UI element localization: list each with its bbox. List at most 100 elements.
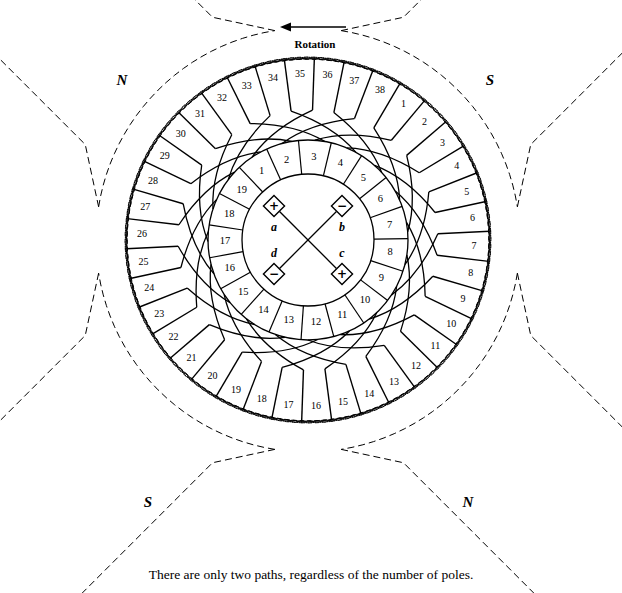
slot-number: 23 [154, 309, 164, 319]
front-connection [375, 165, 435, 212]
pole-face [341, 273, 517, 449]
end-connection [125, 135, 191, 379]
end-connection [126, 93, 202, 335]
conductor [272, 367, 282, 418]
slot-number: 21 [186, 353, 196, 363]
conductor [438, 231, 490, 233]
front-connection [209, 325, 285, 339]
conductor [127, 219, 179, 225]
conductor [152, 307, 196, 334]
slot-number: 16 [311, 401, 321, 411]
front-connection [325, 313, 377, 369]
pole-face [99, 273, 275, 449]
slot-number: 24 [144, 283, 154, 293]
conductor [130, 267, 181, 278]
conductor [384, 345, 414, 387]
conductors [126, 58, 490, 422]
slot-number: 11 [431, 341, 441, 351]
front-connection [183, 204, 214, 274]
segment-number: 12 [311, 317, 322, 328]
commutator-segment: 12 [309, 315, 324, 330]
commutator-segment: 6 [376, 192, 385, 207]
slot-number: 17 [284, 400, 294, 410]
conductor [334, 62, 344, 113]
segment-divider [343, 156, 361, 185]
segment-number: 1 [259, 166, 264, 177]
slot-number: 8 [468, 268, 473, 278]
front-connection [213, 135, 232, 209]
pole-letter: S [486, 73, 494, 88]
commutator-segment: 8 [385, 245, 394, 260]
end-connection [284, 59, 486, 201]
segment-divider [210, 252, 243, 258]
segment-divider [301, 306, 303, 340]
front-connection [369, 276, 433, 319]
end-connection [144, 59, 373, 162]
end-connection [133, 59, 344, 189]
commutator-segment: 16 [223, 261, 238, 276]
segment-divider [267, 149, 281, 180]
conductor [126, 246, 178, 248]
slot-number: 10 [446, 319, 456, 329]
front-connection [179, 172, 235, 225]
segment-divider [298, 140, 301, 174]
slot-number: 4 [454, 161, 459, 171]
brush-sign: − [337, 200, 347, 212]
end-connection [302, 261, 489, 422]
conductor [391, 100, 424, 140]
slot-number: 18 [257, 394, 267, 404]
slot-number: 6 [470, 213, 475, 223]
segment-number: 9 [379, 273, 384, 284]
front-connection [228, 116, 270, 180]
brush-diamond-shape [263, 263, 284, 284]
pole-outline [0, 273, 99, 544]
end-connection [126, 60, 284, 249]
front-connection [242, 340, 318, 353]
segment-number: 19 [237, 185, 248, 196]
figure-caption: There are only two paths, regardless of … [0, 567, 622, 583]
slot-number: 33 [242, 81, 252, 91]
commutator-segment: 3 [309, 150, 318, 165]
segment-number: 3 [311, 152, 316, 163]
commutator-segment: 7 [385, 218, 394, 233]
front-connection [246, 319, 303, 370]
front-connection [252, 110, 312, 157]
rotation-label: Rotation [292, 38, 339, 51]
segment-number: 8 [387, 247, 392, 258]
slot-number: 9 [461, 294, 466, 304]
brush-diamond: − [263, 263, 285, 285]
end-connection [159, 58, 400, 136]
slot-number: 13 [389, 377, 399, 387]
end-connection [127, 189, 243, 410]
front-connection [334, 113, 382, 173]
front-connection [196, 232, 208, 308]
brush-diamond: + [331, 263, 353, 285]
slot-number: 34 [268, 73, 278, 83]
segment-divider [374, 238, 408, 240]
brush-sign: − [269, 268, 279, 280]
pole-letter: N [463, 495, 474, 510]
commutator-segment: 1 [257, 164, 266, 179]
brush-diamond-shape [263, 195, 284, 216]
pole-outline [0, 0, 99, 207]
pole-outline [341, 0, 612, 31]
slot-number: 32 [217, 93, 227, 103]
conductor [255, 66, 270, 116]
end-connection [126, 161, 216, 397]
conductor [302, 370, 304, 422]
commutator-segment: 4 [336, 156, 345, 171]
slot-number: 19 [231, 385, 241, 395]
brush-sign: + [337, 268, 347, 280]
slot-number: 2 [422, 117, 427, 127]
segment-divider [325, 304, 334, 337]
commutator-segment: 13 [281, 313, 296, 328]
segment-number: 15 [238, 287, 249, 298]
commutator-segment: 19 [235, 183, 250, 198]
front-connection [395, 191, 437, 255]
segment-number: 11 [337, 310, 347, 321]
front-connection [291, 111, 356, 152]
segment-number: 5 [361, 173, 366, 184]
slot-number: 20 [207, 371, 217, 381]
rotation-arrow [280, 23, 346, 32]
